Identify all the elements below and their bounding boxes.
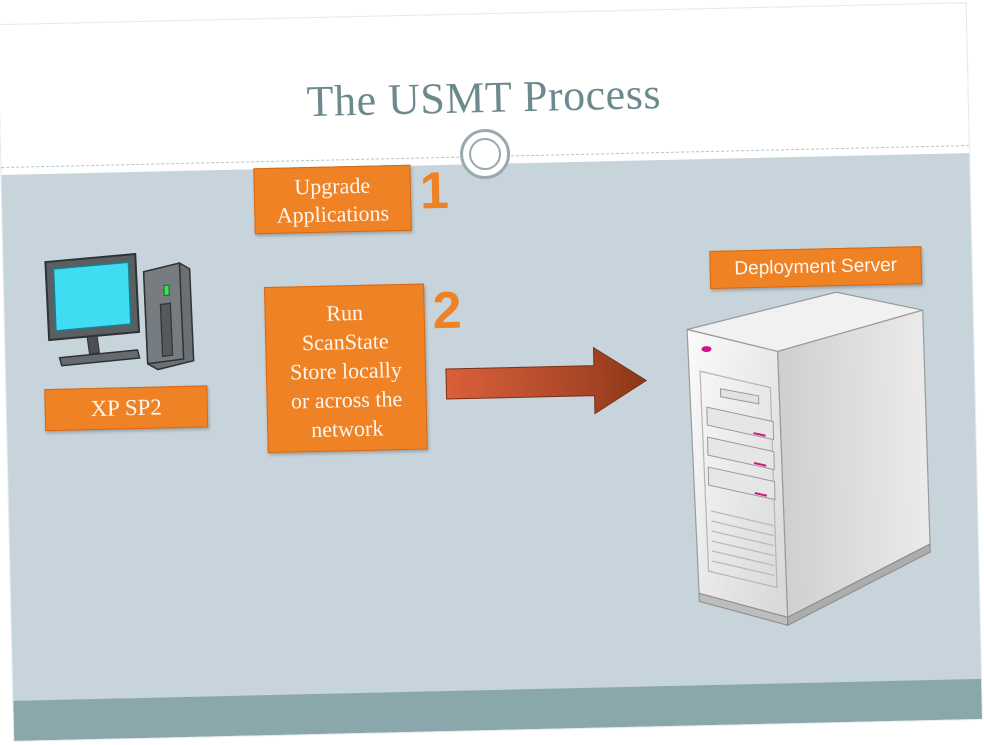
source-computer-label: XP SP2	[44, 385, 209, 432]
step-2-line: or across the	[290, 386, 403, 414]
step-1-line: Upgrade	[294, 172, 371, 200]
step-2-number: 2	[431, 281, 463, 341]
footer-band	[13, 678, 982, 741]
step-2-line: Run	[325, 299, 364, 326]
step-2-line: network	[310, 415, 384, 443]
run-scanstate-box: Run ScanState Store locally or across th…	[264, 283, 428, 454]
slide: The USMT Process Upgrade Applications 1 …	[0, 3, 982, 741]
step-1-number: 1	[419, 161, 450, 221]
server-tower-icon	[686, 291, 931, 627]
arrow-right-icon	[445, 346, 648, 415]
step-1-line: Applications	[276, 200, 390, 228]
desktop-computer-icon	[44, 252, 195, 371]
deployment-server-label: Deployment Server	[709, 246, 923, 289]
upgrade-applications-box: Upgrade Applications	[253, 164, 412, 235]
ring-ornament	[459, 128, 511, 180]
step-2-line: Store locally	[289, 357, 403, 385]
step-2-line: ScanState	[301, 328, 389, 356]
